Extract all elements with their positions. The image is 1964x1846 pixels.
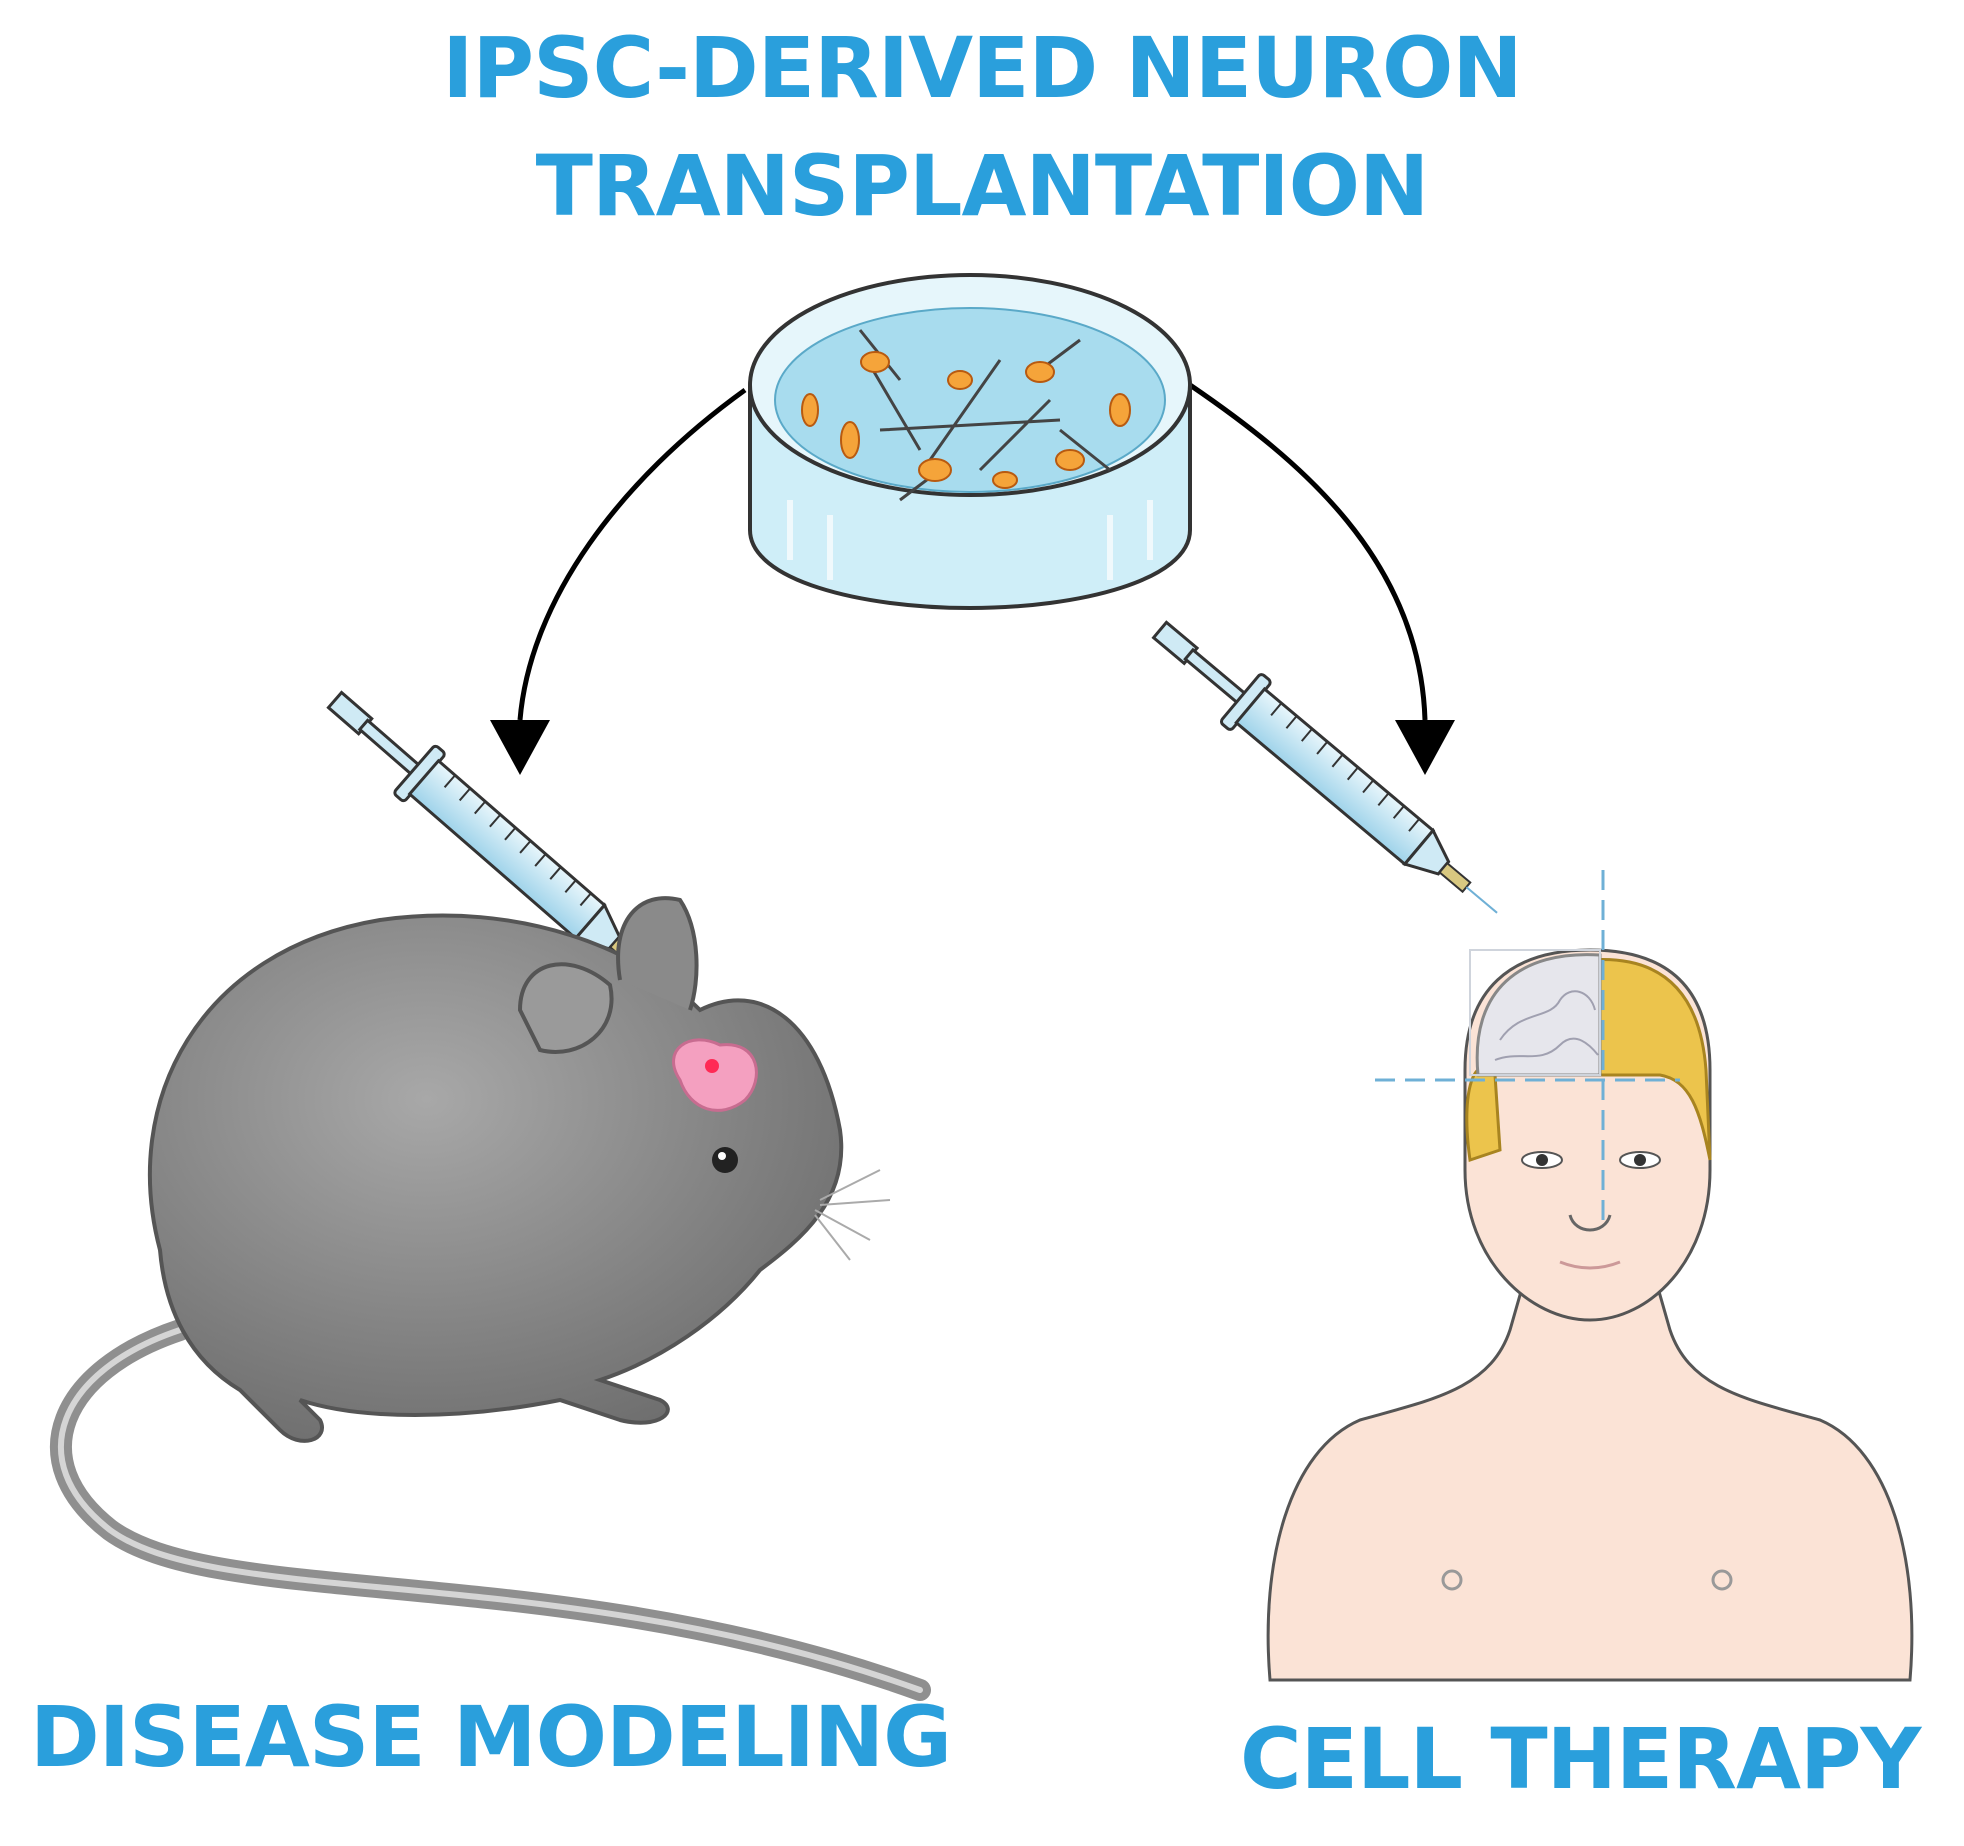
petri-dish-icon [748,273,1192,611]
title-line-1: IPSC-DERIVED NEURON [442,19,1522,117]
syringe-left-icon [326,690,714,1030]
arrow-right-icon [1188,382,1455,775]
mouse-icon [49,896,931,1701]
syringe-right-icon [1151,620,1498,914]
brain-icon [1494,990,1599,1061]
arrow-left-icon [490,387,747,775]
disease-modeling-label: DISEASE MODELING [30,1688,952,1786]
cell-therapy-label: CELL THERAPY [1240,1710,1921,1808]
title-line-2: TRANSPLANTATION [535,137,1430,235]
human-icon [1266,870,1914,1682]
